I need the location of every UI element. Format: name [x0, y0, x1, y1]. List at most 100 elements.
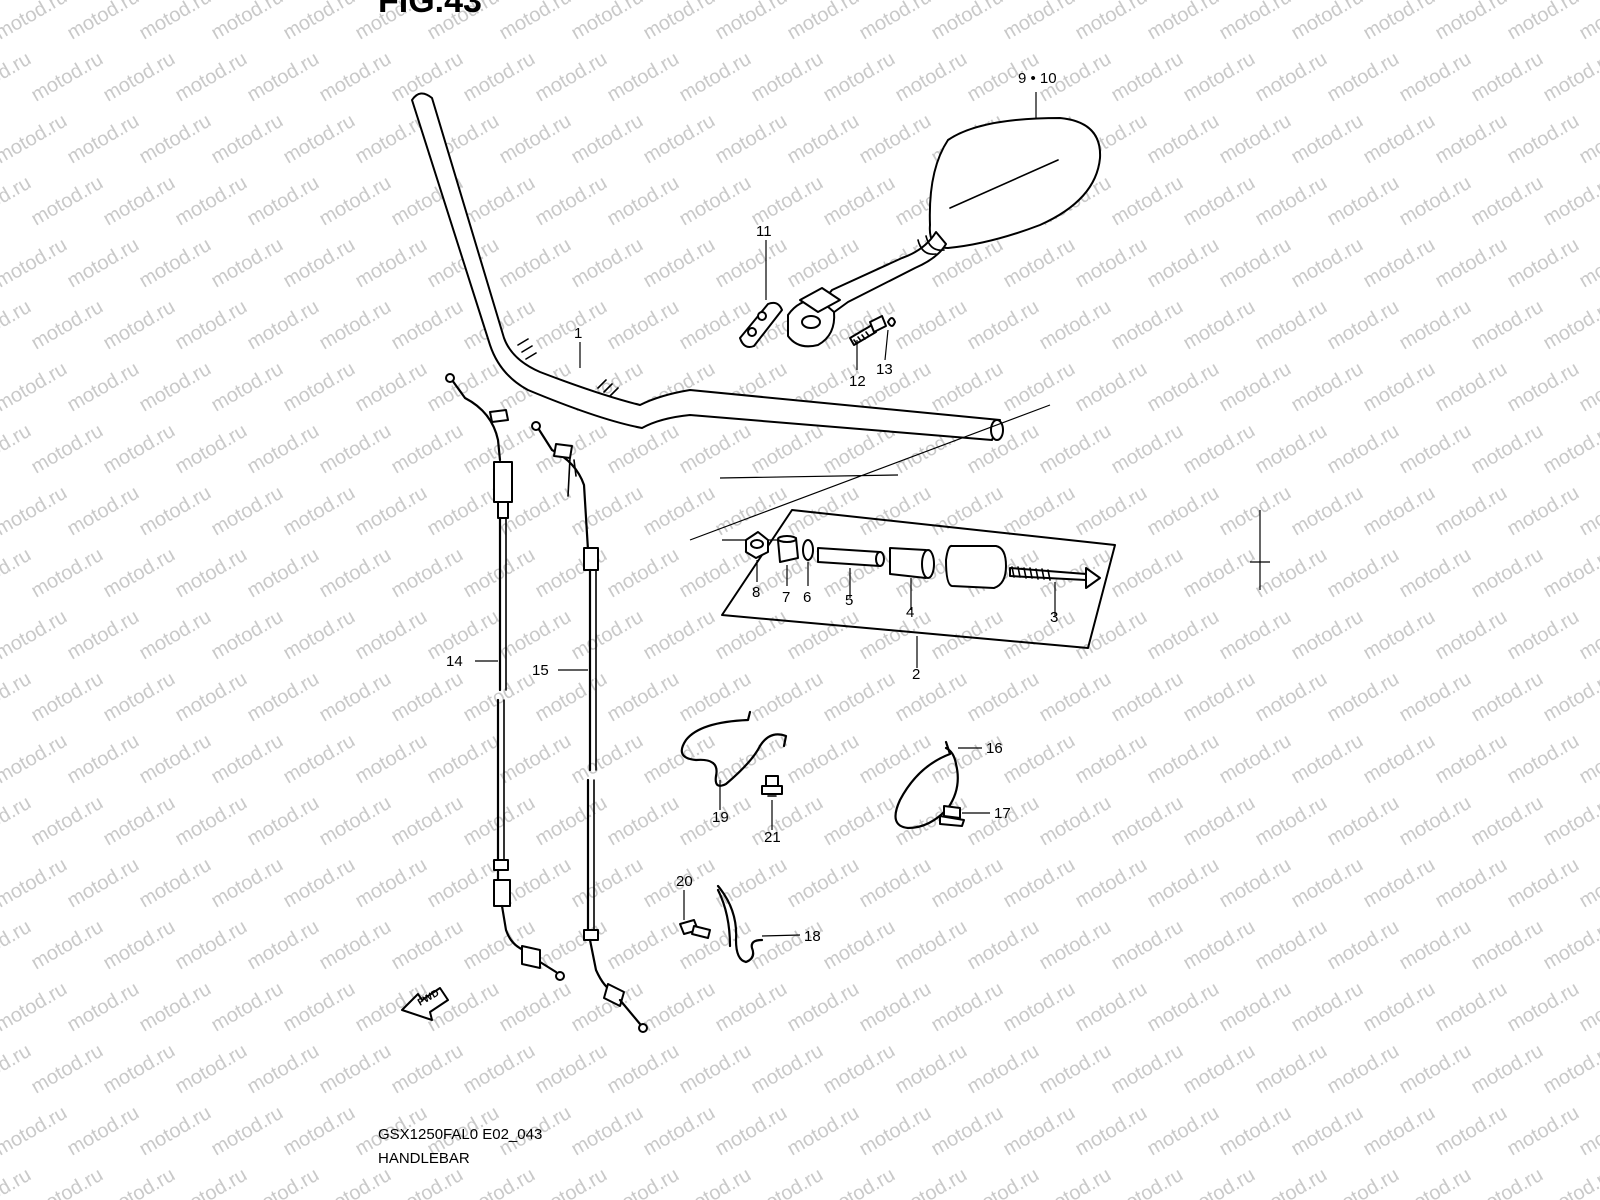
watermark-text: motod.ru	[604, 792, 683, 851]
watermark-text: motod.ru	[640, 606, 719, 665]
watermark-text: motod.ru	[460, 1040, 539, 1099]
watermark-text: motod.ru	[1360, 1102, 1439, 1161]
watermark-text: motod.ru	[1432, 854, 1511, 913]
watermark-text: motod.ru	[28, 296, 107, 355]
watermark-text: motod.ru	[0, 544, 35, 603]
watermark-text: motod.ru	[1252, 1040, 1331, 1099]
watermark-text: motod.ru	[604, 172, 683, 231]
callout-12: 12	[849, 373, 866, 390]
watermark-text: motod.ru	[892, 1040, 971, 1099]
watermark-text: motod.ru	[1216, 1102, 1295, 1161]
watermark-text: motod.ru	[784, 854, 863, 913]
watermark-text: motod.ru	[0, 1040, 35, 1099]
watermark-text: motod.ru	[316, 792, 395, 851]
watermark-text: motod.ru	[28, 48, 107, 107]
watermark-text: motod.ru	[640, 730, 719, 789]
watermark-text: motod.ru	[1468, 420, 1547, 479]
watermark-text: motod.ru	[784, 730, 863, 789]
watermark-text: motod.ru	[1504, 0, 1583, 44]
figure-title: FIG.43	[378, 0, 482, 20]
balancer-ring-part	[802, 539, 814, 561]
watermark-text: motod.ru	[1324, 1040, 1403, 1099]
watermark-text: motod.ru	[280, 482, 359, 541]
callout-1: 1	[574, 325, 582, 342]
watermark-text: motod.ru	[244, 48, 323, 107]
watermark-text: motod.ru	[1180, 296, 1259, 355]
watermark-text: motod.ru	[1396, 792, 1475, 851]
watermark-text: motod.ru	[1432, 730, 1511, 789]
watermark-text: motod.ru	[316, 48, 395, 107]
watermark-text: motod.ru	[388, 1040, 467, 1099]
watermark-text: motod.ru	[1396, 420, 1475, 479]
watermark-text: motod.ru	[1396, 544, 1475, 603]
watermark-text: motod.ru	[172, 1164, 251, 1200]
watermark-text: motod.ru	[1036, 916, 1115, 975]
mirror-mount-part	[787, 287, 841, 348]
watermark-text: motod.ru	[280, 978, 359, 1037]
watermark-text: motod.ru	[1072, 482, 1151, 541]
watermark-text: motod.ru	[1396, 916, 1475, 975]
watermark-text: motod.ru	[1108, 916, 1187, 975]
watermark-text: motod.ru	[64, 0, 143, 44]
watermark-text: motod.ru	[928, 854, 1007, 913]
watermark-text: motod.ru	[64, 358, 143, 417]
callout-19: 18	[804, 928, 821, 945]
watermark-text: motod.ru	[532, 172, 611, 231]
watermark-text: motod.ru	[1576, 854, 1600, 913]
watermark-text: motod.ru	[1468, 544, 1547, 603]
watermark-text: motod.ru	[208, 110, 287, 169]
watermark-text: motod.ru	[712, 482, 791, 541]
watermark-text: motod.ru	[1144, 854, 1223, 913]
watermark-text: motod.ru	[1252, 916, 1331, 975]
watermark-text: motod.ru	[0, 668, 35, 727]
watermark-text: motod.ru	[1180, 420, 1259, 479]
callout-5: 5	[845, 592, 853, 609]
watermark-text: motod.ru	[928, 358, 1007, 417]
watermark-text: motod.ru	[532, 48, 611, 107]
watermark-text: motod.ru	[856, 854, 935, 913]
bolt-17-part	[939, 805, 965, 827]
watermark-text: motod.ru	[1360, 110, 1439, 169]
watermark-text: motod.ru	[1540, 544, 1600, 603]
watermark-text: motod.ru	[1072, 0, 1151, 44]
callout-14: 14	[446, 653, 463, 670]
watermark-text: motod.ru	[1000, 854, 1079, 913]
watermark-text: motod.ru	[604, 916, 683, 975]
watermark-text: motod.ru	[172, 48, 251, 107]
watermark-text: motod.ru	[64, 482, 143, 541]
watermark-text: motod.ru	[568, 730, 647, 789]
watermark-text: motod.ru	[1108, 792, 1187, 851]
mirror-part	[815, 117, 1102, 319]
watermark-text: motod.ru	[316, 1040, 395, 1099]
watermark-text: motod.ru	[136, 110, 215, 169]
watermark-text: motod.ru	[100, 1040, 179, 1099]
model-code: GSX1250FAL0 E02_043	[378, 1126, 543, 1143]
watermark-text: motod.ru	[172, 544, 251, 603]
watermark-text: motod.ru	[640, 234, 719, 293]
watermark-text: motod.ru	[604, 296, 683, 355]
handlebar-part	[411, 92, 1004, 441]
watermark-text: motod.ru	[244, 1040, 323, 1099]
watermark-text: motod.ru	[64, 234, 143, 293]
watermark-text: motod.ru	[0, 0, 71, 44]
watermark-text: motod.ru	[1252, 48, 1331, 107]
watermark-text: motod.ru	[1324, 1164, 1403, 1200]
watermark-text: motod.ru	[1216, 234, 1295, 293]
watermark-text: motod.ru	[1432, 358, 1511, 417]
watermark-text: motod.ru	[0, 420, 35, 479]
watermark-text: motod.ru	[1468, 668, 1547, 727]
watermark-text: motod.ru	[1252, 668, 1331, 727]
watermark-text: motod.ru	[1072, 1102, 1151, 1161]
balancer-bush-part	[777, 535, 799, 563]
watermark-text: motod.ru	[1360, 730, 1439, 789]
watermark-text: motod.ru	[280, 358, 359, 417]
watermark-text: motod.ru	[964, 668, 1043, 727]
watermark-text: motod.ru	[0, 48, 35, 107]
watermark-text: motod.ru	[496, 978, 575, 1037]
watermark-text: motod.ru	[352, 730, 431, 789]
watermark-text: motod.ru	[856, 606, 935, 665]
callout-4: 4	[906, 604, 914, 621]
watermark-text: motod.ru	[1144, 0, 1223, 44]
watermark-text: motod.ru	[1468, 296, 1547, 355]
watermark-text: motod.ru	[1288, 110, 1367, 169]
